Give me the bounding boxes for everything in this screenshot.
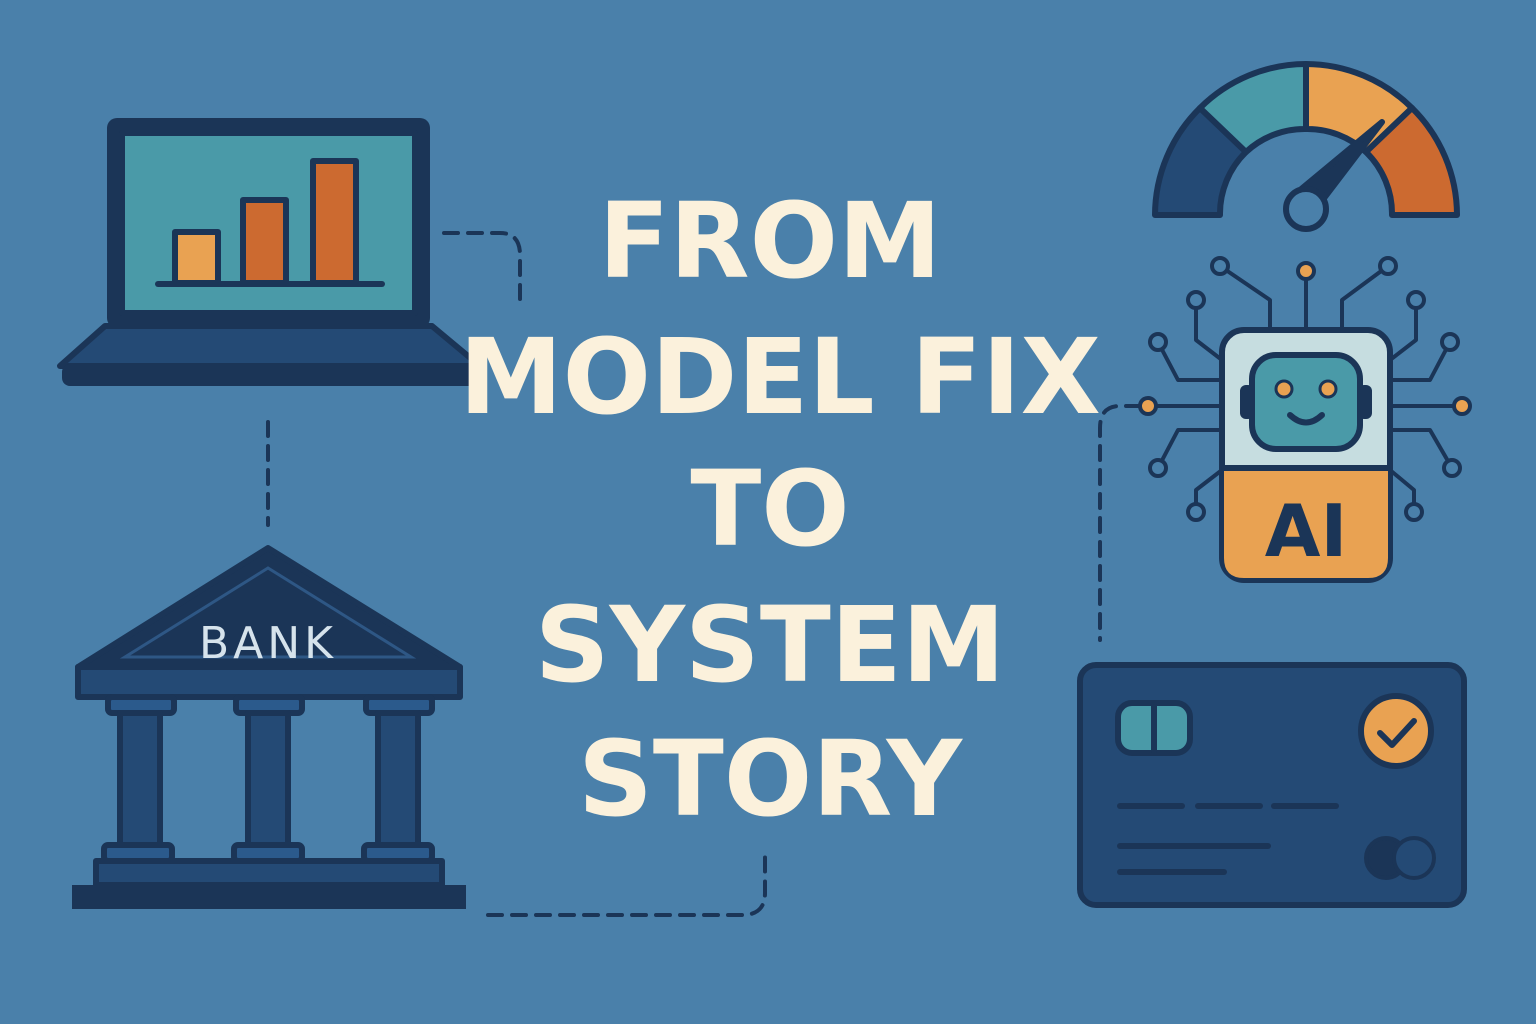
- headline-line-1: FROM: [598, 180, 941, 302]
- bank-label: BANK: [199, 618, 337, 669]
- card-logo-circle-right: [1392, 836, 1436, 880]
- check-icon: [1358, 693, 1434, 769]
- laptop-bar-chart-icon: [57, 118, 483, 386]
- credit-card-check-icon: [1077, 662, 1467, 908]
- connectors: [266, 231, 1142, 917]
- chart-bar-2: [240, 197, 289, 286]
- connector-robot-card: [1098, 404, 1142, 642]
- speedometer-gauge-icon: [1152, 61, 1460, 232]
- bank-building-icon: BANK: [72, 545, 466, 909]
- headline-line-3: TO: [690, 448, 849, 570]
- headline-line-4: SYSTEM: [535, 584, 1006, 706]
- headline: FROM MODEL FIX TO SYSTEM STORY: [459, 180, 1101, 840]
- headline-line-2: MODEL FIX: [459, 316, 1101, 438]
- ai-robot-chip-icon: AI: [1138, 256, 1472, 583]
- connector-laptop-right: [442, 231, 522, 302]
- headline-line-5: STORY: [578, 718, 964, 840]
- connector-bank-bottom: [486, 846, 767, 917]
- ai-chip-label: AI: [1265, 489, 1348, 573]
- chart-bar-1: [172, 229, 221, 286]
- chart-bar-3: [310, 158, 359, 286]
